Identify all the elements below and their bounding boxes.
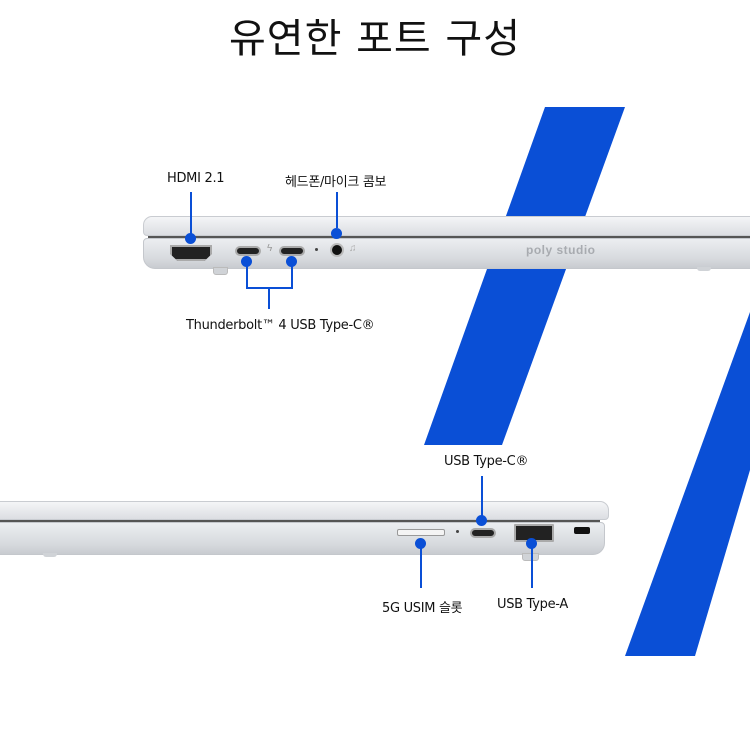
thunderbolt-icon: ϟ (267, 243, 273, 254)
callout-line (481, 476, 483, 516)
callout-dot-hdmi (185, 233, 196, 244)
hinge-gap (148, 236, 750, 238)
foot (213, 267, 228, 275)
usb-c-port (470, 528, 496, 538)
sim-slot (397, 529, 445, 536)
callout-dot-usb-a (526, 538, 537, 549)
label-audio: 헤드폰/마이크 콤보 (285, 175, 387, 190)
hinge-gap (0, 520, 600, 522)
callout-line (190, 192, 192, 234)
label-thunderbolt: Thunderbolt™ 4 USB Type-C® (186, 318, 375, 333)
callout-dot-tb2 (286, 256, 297, 267)
callout-line (336, 192, 338, 228)
security-lock-slot (574, 527, 590, 534)
callout-dot-sim (415, 538, 426, 549)
blue-stripe-upper (424, 107, 625, 445)
status-led (315, 248, 318, 251)
label-hdmi: HDMI 2.1 (167, 171, 225, 186)
brand-logo: poly studio (526, 243, 596, 257)
callout-line (531, 548, 533, 588)
foot (697, 267, 711, 271)
laptop-lid-left-view (143, 216, 750, 236)
callout-line (246, 264, 248, 288)
laptop-base-left-view (143, 238, 750, 269)
label-sim: 5G USIM 슬롯 (382, 601, 463, 616)
callout-line (268, 287, 270, 309)
foot (522, 553, 539, 561)
laptop-base-right-view (0, 522, 605, 555)
page-title: 유연한 포트 구성 (228, 16, 522, 62)
foot (43, 553, 57, 557)
thunderbolt-port-2 (279, 246, 305, 256)
callout-dot-usb-c (476, 515, 487, 526)
callout-line (291, 264, 293, 288)
status-led (456, 530, 459, 533)
thunderbolt-port-1 (235, 246, 261, 256)
laptop-lid-right-view (0, 501, 609, 520)
callout-dot-audio (331, 228, 342, 239)
hdmi-port (170, 245, 212, 261)
audio-jack (330, 243, 344, 257)
label-usb-a: USB Type-A (497, 597, 568, 612)
label-usb-c: USB Type-C® (444, 454, 529, 469)
blue-stripe-lower (625, 312, 750, 656)
headphone-icon: ♫ (349, 243, 357, 254)
callout-line (420, 548, 422, 588)
callout-dot-tb1 (241, 256, 252, 267)
